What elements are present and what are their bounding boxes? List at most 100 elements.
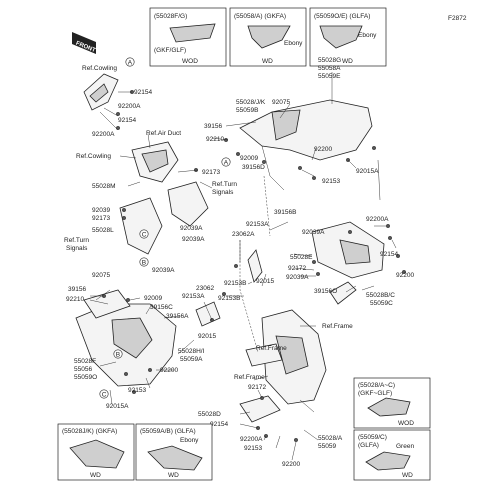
part-number: 23062A	[232, 231, 255, 238]
part-number: 92015A	[106, 403, 129, 410]
callout-c-left: C	[139, 229, 149, 239]
part-number: 92153A	[182, 293, 205, 300]
part-number: 92039A	[302, 229, 325, 236]
inner-panel-left	[119, 181, 209, 255]
part-number: 55059A	[180, 356, 203, 363]
part-number: 55059C	[370, 300, 393, 307]
part-number: 92075	[272, 99, 290, 106]
inset-bl2-note: Ebony	[180, 437, 199, 444]
air-duct-cover	[131, 141, 179, 183]
inset-bottom-right-1: (55028/A~C) (GKF~GLF) WOD	[353, 377, 431, 429]
leader-lines	[89, 72, 397, 461]
small-cowl-left	[83, 73, 119, 111]
callout-b-left: B	[139, 257, 149, 267]
inset-br2-sub: (GLFA)	[358, 442, 379, 449]
inset-top-2-variant: WD	[262, 58, 273, 65]
part-illustration	[247, 25, 291, 49]
part-number: 92154	[134, 89, 152, 96]
part-number: 39156	[68, 286, 86, 293]
part-number: 92153B	[224, 280, 246, 287]
lower-cowl-right	[261, 309, 327, 405]
part-number: 92009	[240, 155, 258, 162]
part-number: 39156D	[242, 164, 265, 171]
part-number: 55028/A	[318, 435, 343, 442]
part-number: 55028L	[92, 227, 114, 234]
ref-air-duct-label: Ref.Air Duct	[146, 130, 181, 137]
part-number: 55056	[74, 366, 92, 373]
part-number: 55059E	[318, 73, 341, 80]
part-illustration	[147, 445, 203, 471]
inset-br1-variant: WOD	[398, 420, 414, 427]
part-number: 92200	[314, 146, 332, 153]
part-number: 92210	[66, 296, 84, 303]
inset-top-1: (55028F/G) (GKF/GLF) WOD	[149, 7, 227, 67]
callout-a-mid: A	[221, 157, 231, 167]
part-number: 39156	[204, 123, 222, 130]
inset-top-2-code: (55058/A) (GKFA)	[234, 13, 286, 20]
inset-bl1-variant: WD	[90, 472, 101, 479]
inset-br2-variant: WD	[402, 472, 413, 479]
inset-bottom-left-2: (55059A/B) (GLFA) Ebony WD	[135, 423, 213, 481]
part-illustration	[367, 397, 411, 417]
part-number: 92200	[282, 461, 300, 468]
part-number: 23062	[196, 285, 214, 292]
inset-br2-note: Green	[396, 443, 414, 450]
inset-top-3-code: (55059O/E) (GLFA)	[314, 13, 370, 20]
inset-bl1-code: (55028J/K) (GKFA)	[62, 428, 117, 435]
callout-b-low: B	[113, 349, 123, 359]
part-number: 92153	[244, 445, 262, 452]
upper-cowl-assembly	[239, 99, 373, 191]
part-illustration	[169, 23, 216, 43]
inset-br2-code: (55059/C)	[358, 434, 387, 441]
callout-c-low: C	[99, 389, 109, 399]
part-number: 92200A	[366, 216, 389, 223]
lower-cowl-left	[75, 289, 177, 387]
inset-top-3-variant: WD	[342, 58, 353, 65]
ref-frame-label: Ref.Frame	[234, 374, 265, 381]
part-number: 92039A	[152, 267, 175, 274]
inset-bottom-right-2: (55059/C) (GLFA) Green WD	[353, 429, 431, 481]
ref-frame-label: Ref.Frame	[256, 345, 287, 352]
inset-top-3: (55059O/E) (GLFA) Ebony WD	[309, 7, 387, 67]
svg-text:B: B	[116, 352, 120, 359]
part-number: 92200A	[92, 131, 115, 138]
part-number: 92153	[322, 178, 340, 185]
ref-cowling-label: Ref.Cowling	[82, 65, 117, 72]
part-number: 39156O	[314, 288, 337, 295]
part-number: 55028F	[74, 358, 96, 365]
part-number: 55028M	[92, 183, 116, 190]
part-number: 55028G	[318, 57, 341, 64]
svg-text:C: C	[102, 392, 107, 399]
part-number: 55059	[318, 443, 336, 450]
part-number: 92200	[160, 367, 178, 374]
part-number: 92039A	[180, 225, 203, 232]
ref-turn-label: Signals	[66, 245, 88, 252]
inset-top-3-note: Ebony	[358, 32, 377, 39]
part-number: 55059O	[74, 374, 97, 381]
ref-turn-label: Signals	[212, 189, 234, 196]
inset-top-1-variant: WOD	[182, 58, 198, 65]
inset-bl2-variant: WD	[168, 472, 179, 479]
part-illustration	[319, 25, 363, 49]
part-illustration	[365, 451, 411, 471]
part-number: 92210	[206, 136, 224, 143]
part-number: 92015A	[356, 168, 379, 175]
callout-a-top: A	[125, 57, 135, 67]
part-number: 39156B	[274, 209, 296, 216]
front-arrow-tag: FRONT	[72, 32, 97, 54]
inset-top-1-code: (55028F/G)	[154, 13, 187, 20]
svg-text:B: B	[142, 260, 146, 267]
part-number: 92173	[202, 169, 220, 176]
part-number: 39156A	[166, 313, 189, 320]
ref-frame-label: Ref.Frame	[322, 323, 353, 330]
inset-top-2-note: Ebony	[284, 40, 303, 47]
part-number: 92172	[288, 265, 306, 272]
svg-text:A: A	[128, 60, 133, 67]
part-labels: Ref.Cowling 92154 92200A 92154 92200A Re…	[64, 57, 414, 468]
part-number: 92200A	[240, 436, 263, 443]
part-number: 92154	[118, 117, 136, 124]
inset-top-2: (55058/A) (GKFA) Ebony WD	[229, 7, 307, 67]
part-number: 92039	[92, 207, 110, 214]
part-number: 55028H/I	[178, 348, 205, 355]
